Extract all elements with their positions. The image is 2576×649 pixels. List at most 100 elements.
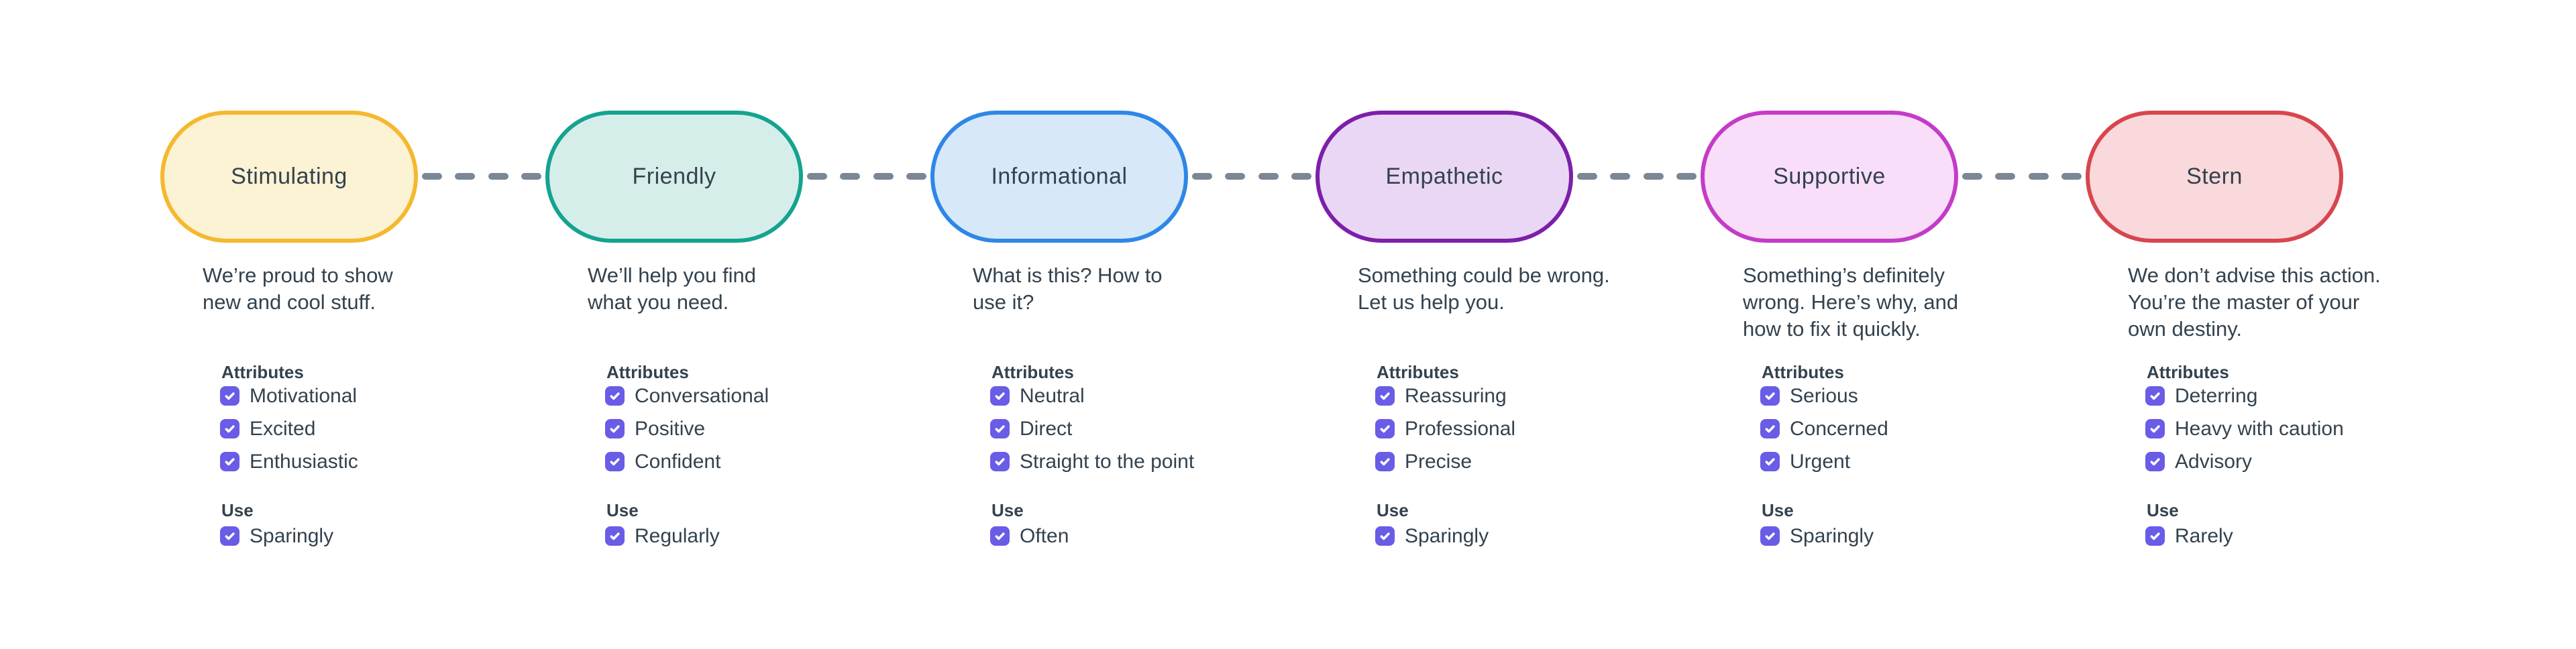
checkbox-checked[interactable] — [2145, 452, 2165, 471]
checkbox-checked[interactable] — [990, 419, 1010, 438]
dash-segment — [873, 173, 894, 180]
checkbox-row: Positive — [605, 418, 769, 438]
checkbox-row: Sparingly — [220, 526, 333, 546]
tone-node-pill: Stern — [2086, 111, 2343, 243]
tone-label: Friendly — [632, 164, 716, 189]
checkbox-label: Conversational — [635, 384, 769, 407]
checkbox-row: Sparingly — [1760, 526, 1874, 546]
check-icon — [610, 532, 620, 540]
checkbox-label: Excited — [250, 417, 316, 440]
tone-node-pill: Friendly — [545, 111, 803, 243]
checkbox-checked[interactable] — [605, 452, 625, 471]
checkbox-checked[interactable] — [605, 419, 625, 438]
check-icon — [225, 392, 235, 400]
tone-column: Stimulating We’re proud to show new and … — [97, 0, 482, 649]
dash-segment — [455, 173, 476, 180]
check-icon — [995, 425, 1005, 433]
checkbox-checked[interactable] — [220, 526, 239, 546]
check-icon — [1765, 392, 1775, 400]
check-icon — [2150, 458, 2160, 466]
checkbox-row: Often — [990, 526, 1069, 546]
checkbox-row: Conversational — [605, 386, 769, 406]
tone-description: Something’s definitely wrong. Here’s why… — [1743, 263, 1959, 341]
check-icon — [995, 532, 1005, 540]
checkbox-row: Confident — [605, 451, 769, 471]
dash-segment — [1577, 173, 1597, 180]
checkbox-checked[interactable] — [2145, 386, 2165, 406]
attributes-list: Conversational Positive Confident — [605, 386, 769, 471]
checkbox-checked[interactable] — [990, 452, 1010, 471]
check-icon — [2150, 392, 2160, 400]
checkbox-row: Precise — [1375, 450, 1515, 473]
checkbox-checked[interactable] — [220, 452, 239, 471]
checkbox-checked[interactable] — [990, 386, 1010, 406]
checkbox-label: Heavy with caution — [2175, 417, 2344, 440]
check-icon — [1765, 532, 1775, 540]
checkbox-row: Urgent — [1760, 451, 1888, 471]
use-list: Sparingly — [1375, 526, 1489, 546]
dash-segment — [2028, 173, 2049, 180]
checkbox-checked[interactable] — [605, 386, 625, 406]
attributes-list: Reassuring Professional Precise — [1375, 386, 1515, 471]
checkbox-checked[interactable] — [1760, 526, 1780, 546]
check-icon — [995, 392, 1005, 400]
checkbox-label: Professional — [1405, 417, 1516, 440]
checkbox-label: Serious — [1790, 384, 1858, 407]
attributes-heading: Attributes — [221, 362, 304, 382]
check-icon — [2150, 425, 2160, 433]
dash-segment — [2061, 173, 2082, 180]
check-icon — [610, 425, 620, 433]
check-icon — [1765, 425, 1775, 433]
checkbox-label: Sparingly — [1790, 524, 1874, 547]
attributes-heading: Attributes — [2147, 362, 2229, 382]
check-icon — [1380, 532, 1390, 540]
checkbox-checked[interactable] — [1375, 386, 1395, 406]
dash-segment — [807, 173, 827, 180]
attributes-heading: Attributes — [606, 362, 689, 382]
tone-label: Stern — [2186, 164, 2243, 189]
checkbox-checked[interactable] — [1375, 452, 1395, 471]
checkbox-label: Precise — [1405, 450, 1472, 473]
checkbox-label: Reassuring — [1405, 384, 1507, 407]
checkbox-checked[interactable] — [220, 419, 239, 438]
checkbox-checked[interactable] — [1760, 419, 1780, 438]
tone-column: Empathetic Something could be wrong. Let… — [1252, 0, 1637, 649]
checkbox-checked[interactable] — [990, 526, 1010, 546]
dashed-connector — [1573, 173, 1701, 180]
dash-segment — [422, 173, 442, 180]
check-icon — [610, 458, 620, 466]
dash-segment — [1291, 173, 1311, 180]
dashed-connector — [803, 173, 930, 180]
checkbox-row: Excited — [220, 417, 358, 440]
checkbox-label: Direct — [1020, 417, 1073, 440]
checkbox-label: Regularly — [635, 524, 720, 547]
attributes-list: Deterring Heavy with caution Advisory — [2145, 386, 2344, 471]
dash-segment — [906, 173, 926, 180]
dash-segment — [488, 173, 508, 180]
checkbox-label: Motivational — [250, 384, 358, 407]
dash-segment — [521, 173, 541, 180]
tone-node-pill: Supportive — [1701, 111, 1958, 243]
checkbox-checked[interactable] — [2145, 526, 2165, 546]
tone-node-pill: Empathetic — [1316, 111, 1573, 243]
checkbox-checked[interactable] — [605, 526, 625, 546]
checkbox-label: Concerned — [1790, 417, 1888, 440]
checkbox-checked[interactable] — [1760, 386, 1780, 406]
use-list: Rarely — [2145, 526, 2233, 546]
checkbox-checked[interactable] — [1375, 419, 1395, 438]
attributes-list: Neutral Direct Straight to the point — [990, 386, 1194, 471]
checkbox-checked[interactable] — [2145, 419, 2165, 438]
checkbox-row: Serious — [1760, 386, 1888, 406]
checkbox-checked[interactable] — [220, 386, 239, 406]
use-heading: Use — [606, 500, 639, 520]
dashed-connector — [418, 173, 545, 180]
checkbox-checked[interactable] — [1760, 452, 1780, 471]
checkbox-checked[interactable] — [1375, 526, 1395, 546]
check-icon — [1380, 425, 1390, 433]
dash-segment — [1676, 173, 1697, 180]
check-icon — [1380, 458, 1390, 466]
checkbox-label: Sparingly — [250, 524, 334, 547]
dash-segment — [1995, 173, 2016, 180]
dash-segment — [1225, 173, 1246, 180]
